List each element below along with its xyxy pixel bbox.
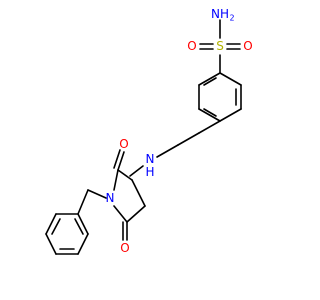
bond-c2-n1	[113, 169, 119, 191]
bond-ring-ch2	[198, 120, 221, 134]
sulfonyl-oxygen-left-label: O	[187, 39, 196, 53]
bond-benzene-top-inner-1	[203, 108, 217, 117]
bond-benzene-bottom-2	[45, 233, 57, 255]
imide-n-label: N	[106, 191, 115, 205]
sulfur-label: S	[216, 39, 224, 53]
bond-benzene-top-5	[198, 72, 221, 86]
bond-c5-c4	[126, 205, 146, 223]
carbonyl-oxygen-top-label: O	[119, 137, 128, 151]
carbonyl-oxygen-bottom-label: O	[120, 241, 129, 255]
bond-ch2-nh	[156, 144, 179, 158]
bond-benzene-bottom-inner-0	[51, 218, 61, 235]
bond-n1-c5	[113, 205, 128, 223]
sulfonyl-oxygen-right-label: O	[243, 39, 252, 53]
bond-benzene-top-3	[198, 108, 221, 122]
bond-c3-c2	[117, 169, 133, 181]
bond-ch2-phenyl	[77, 189, 89, 215]
bond-benzene-top-0	[219, 72, 242, 86]
bond-n-ch2	[87, 189, 107, 199]
bond-c2-o-b	[113, 149, 121, 169]
bond-benzene-bottom-4	[77, 233, 89, 255]
sulfonamide-nh-label: NH	[211, 7, 229, 21]
bond-benzene-bottom-5	[77, 213, 89, 235]
amine-n-label: N	[146, 152, 155, 166]
amine-h-label: H	[145, 165, 154, 179]
bond-c4-c3	[131, 179, 146, 207]
bond-benzene-top-2	[219, 108, 242, 122]
sulfonamide-h2-subscript: 2	[229, 14, 234, 23]
bond-ch2-ch2	[177, 132, 200, 146]
bond-benzene-top-inner-2	[203, 77, 217, 86]
bond-benzene-bottom-inner-2	[74, 218, 84, 235]
bond-benzene-bottom-1	[45, 213, 57, 235]
bond-nh-c3	[129, 165, 144, 177]
bond-c2-o-a	[117, 151, 125, 171]
